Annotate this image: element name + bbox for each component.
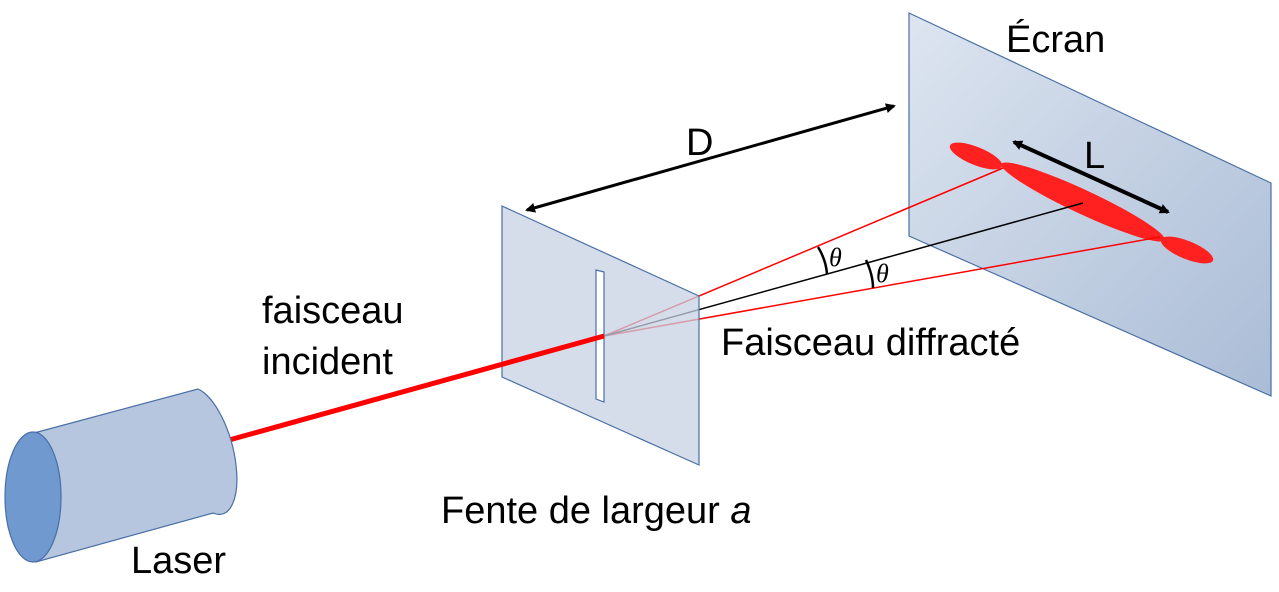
laser-face [4, 431, 62, 563]
distance-label-D: D [686, 122, 713, 164]
width-label-L: L [1084, 135, 1105, 177]
slit-label-text: Fente de largeur [441, 490, 730, 532]
screen-label: Écran [1006, 18, 1105, 61]
slit-label: Fente de largeur a [441, 490, 752, 532]
slit-width-variable: a [730, 490, 751, 532]
incident-label-line2: incident [262, 341, 393, 383]
angle-arc-lower [864, 259, 875, 289]
distance-arrow-D [525, 103, 896, 213]
side-spot-left [949, 142, 1003, 170]
theta-upper-label: θ [829, 243, 842, 272]
laser-device [4, 388, 238, 563]
side-spot-right [1160, 236, 1214, 264]
laser-label: Laser [131, 540, 226, 582]
theta-lower-label: θ [876, 259, 889, 288]
incident-beam [221, 333, 605, 445]
width-arrow-L [1012, 140, 1170, 214]
angle-arc-upper [816, 246, 829, 275]
incident-label-line1: faisceau [262, 290, 404, 332]
diffracted-label: Faisceau diffracté [721, 322, 1020, 364]
laser-body [33, 388, 238, 563]
